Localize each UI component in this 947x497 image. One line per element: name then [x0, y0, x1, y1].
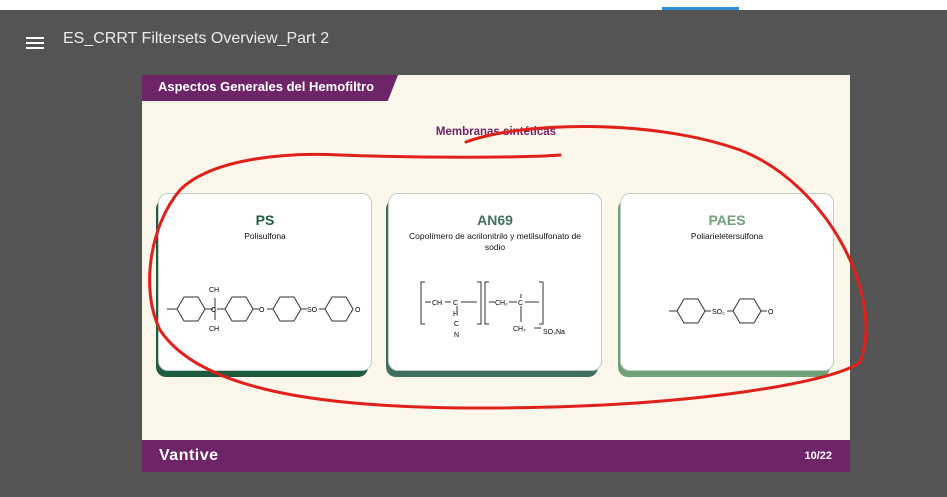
- ps-c: C: [211, 307, 216, 314]
- slide-footer: Vantive 10/22: [142, 440, 850, 472]
- document-title: ES_CRRT Filtersets Overview_Part 2: [63, 30, 330, 47]
- presentation-slide: Aspectos Generales del Hemofiltro Membra…: [142, 75, 850, 472]
- an69-c: C: [453, 300, 458, 307]
- viewer-header: ES_CRRT Filtersets Overview_Part 2: [0, 10, 947, 68]
- ps-o1: O: [259, 307, 265, 314]
- an69-ch2: CH₂: [495, 300, 508, 307]
- an69-c3: C: [518, 300, 523, 307]
- active-tab-indicator: [662, 7, 739, 10]
- paes-o: O: [768, 309, 774, 316]
- section-banner: [142, 75, 398, 101]
- hamburger-menu-icon[interactable]: [26, 37, 44, 51]
- ps-ch-bottom: CH: [209, 326, 219, 333]
- ps-structure-diagram: CH C CH O SO O: [167, 287, 361, 333]
- card-an69: AN69 Copolímero de acrilonitrilo y metil…: [388, 193, 602, 371]
- an69-ch: CH: [432, 300, 442, 307]
- paes-structure-diagram: SO₂ O: [669, 298, 774, 324]
- card-paes: PAES Poliarieletersulfona SO₂ O: [620, 193, 834, 371]
- an69-n: N: [454, 332, 459, 339]
- an69-ch2b: CH₂: [513, 326, 526, 333]
- ps-o2: O: [355, 307, 361, 314]
- paes-so2: SO₂: [712, 309, 725, 316]
- an69-c2: C: [454, 321, 459, 328]
- banner-title: Aspectos Generales del Hemofiltro: [158, 79, 375, 94]
- slide-subtitle: Membranas sintéticas: [435, 126, 557, 138]
- browser-top-strip: [0, 0, 947, 10]
- an69-h: H: [453, 311, 458, 318]
- page-number: 10/22: [804, 450, 832, 462]
- an69-structure-diagram: CH C H C N CH₂ C CH₂ SO₃Na: [420, 281, 565, 339]
- ps-ch-top: CH: [209, 287, 219, 294]
- vantive-logo: Vantive: [159, 447, 219, 464]
- an69-so3na: SO₃Na: [543, 329, 565, 336]
- card-ps: PS Polisulfona CH C CH O SO O: [158, 193, 372, 371]
- ps-so: SO: [307, 307, 318, 314]
